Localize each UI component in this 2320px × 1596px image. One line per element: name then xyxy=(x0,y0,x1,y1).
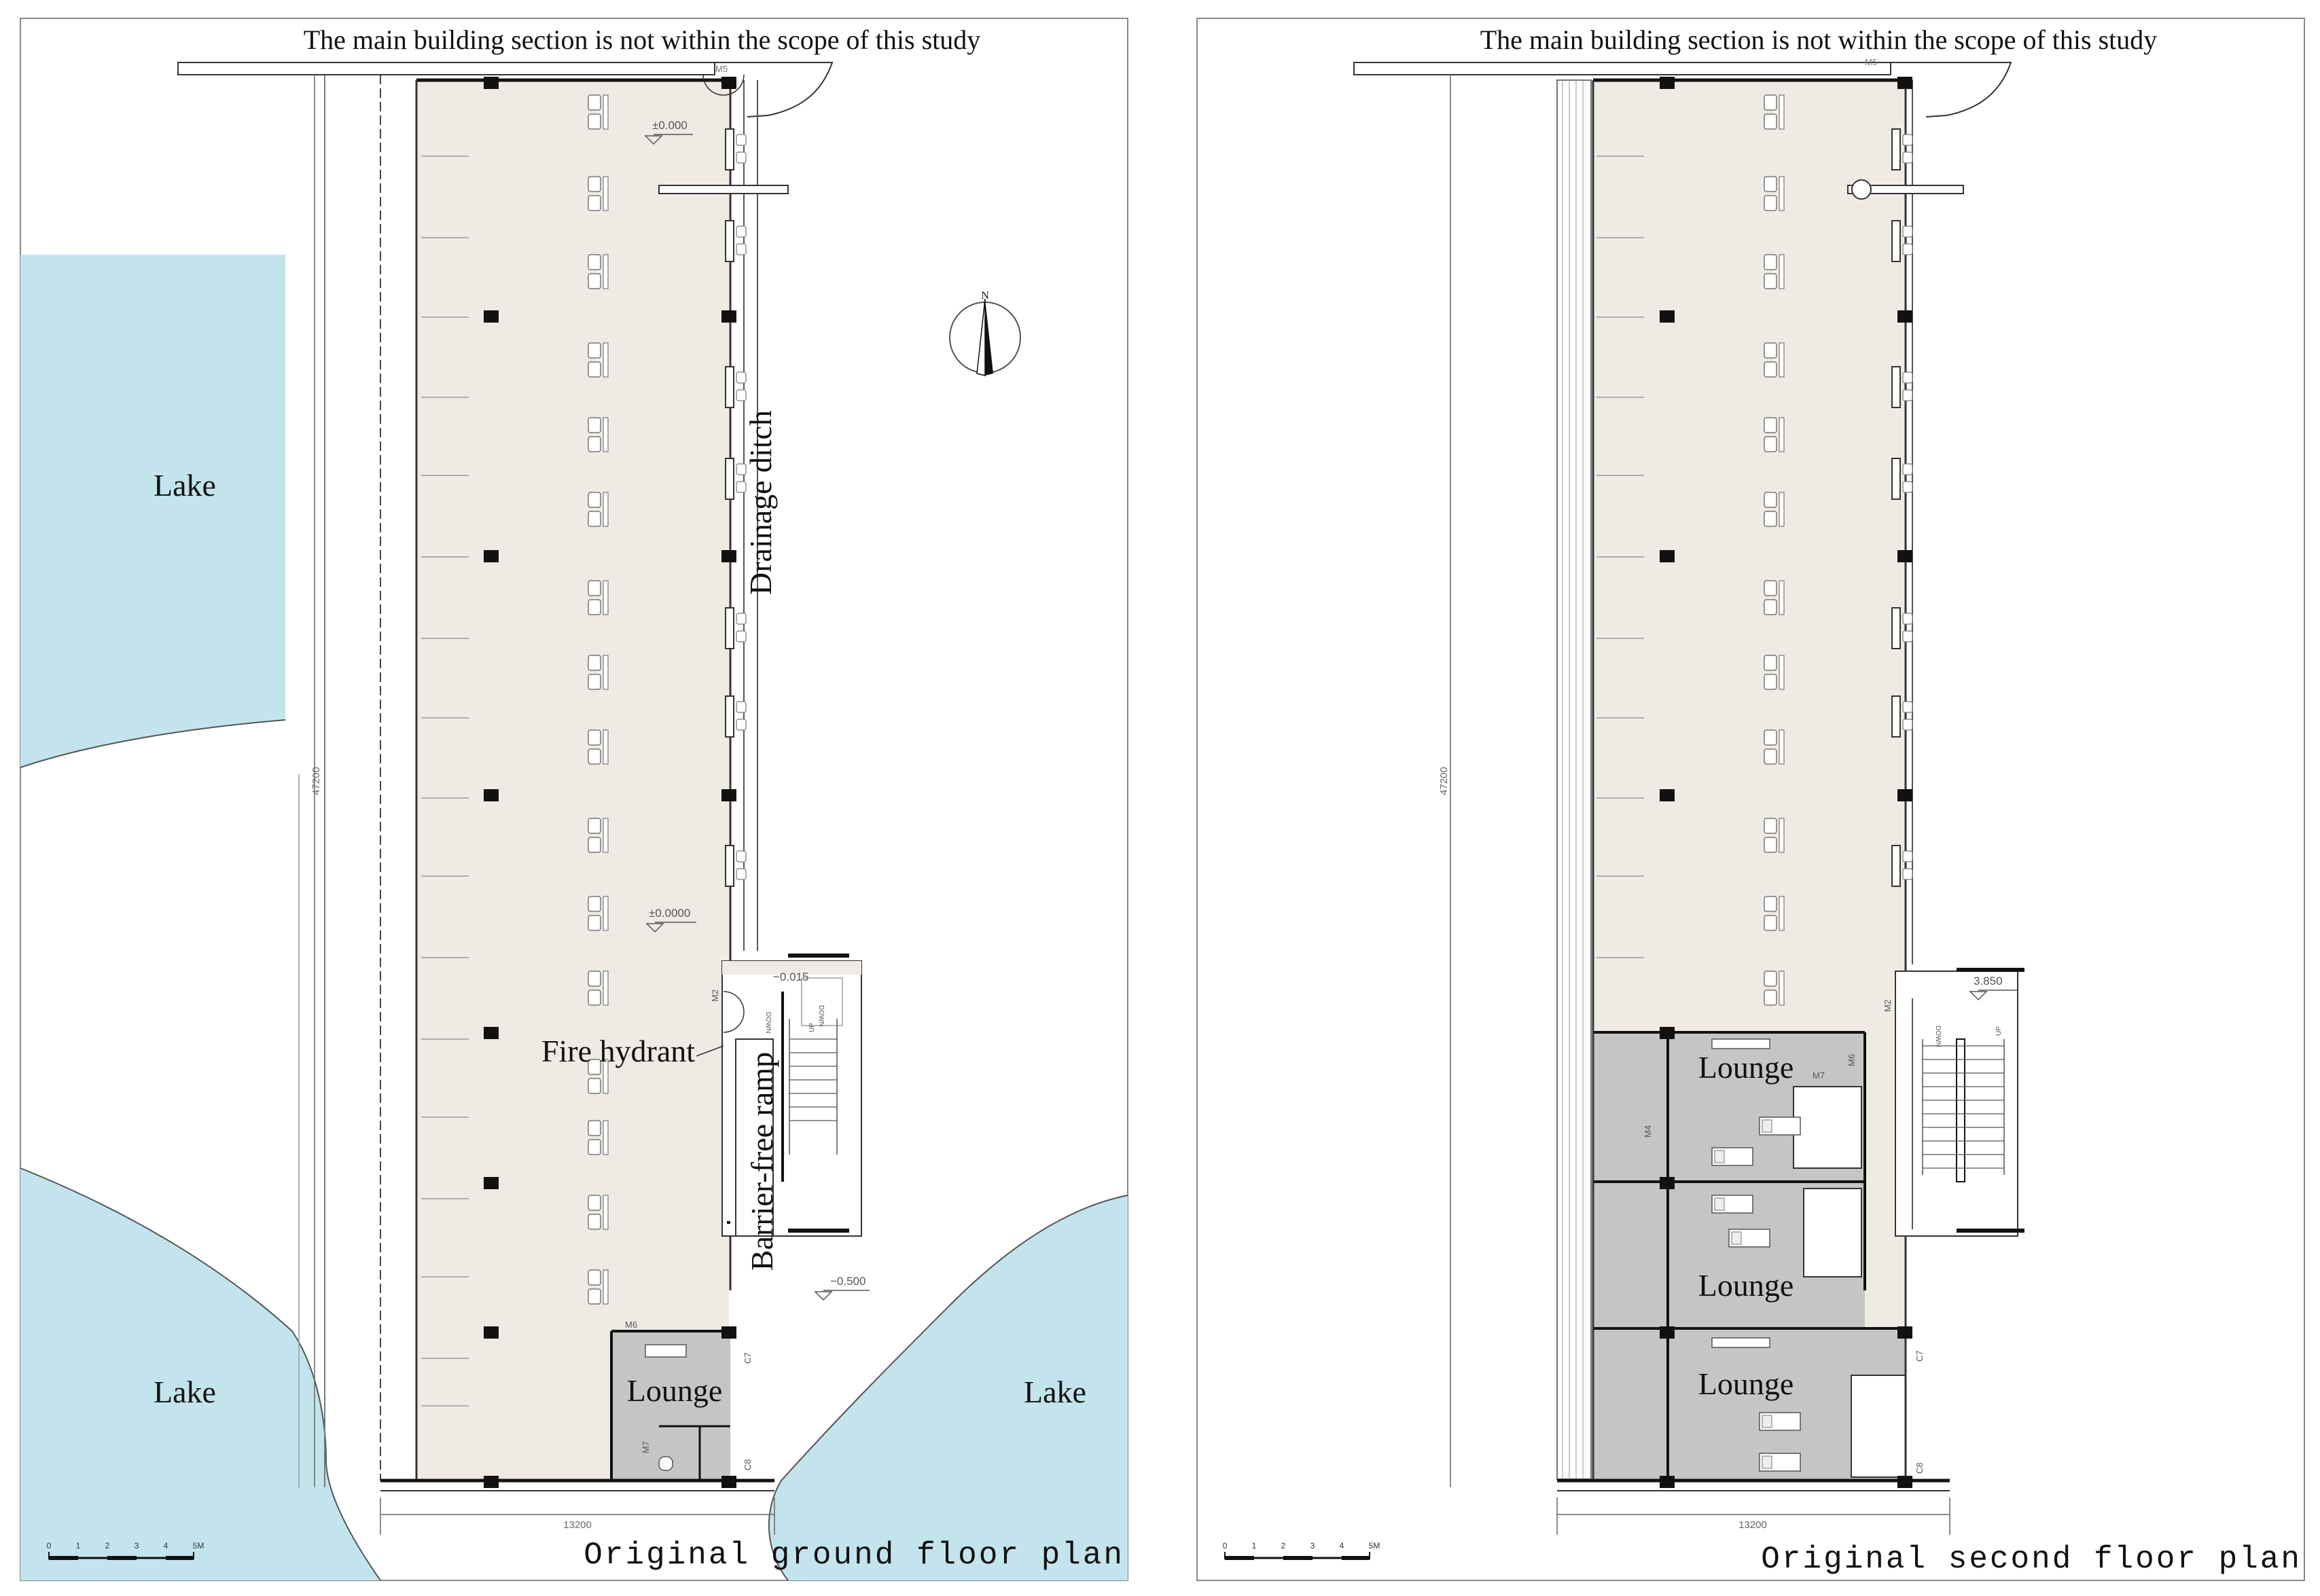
elev-second-stair: 3.850 xyxy=(1974,975,2003,987)
second-scale-2: 2 xyxy=(1281,1541,1286,1550)
ground-door-m2: M2 xyxy=(710,990,720,1002)
ground-floor-panel xyxy=(20,18,1128,1581)
second-scale-5m: 5M xyxy=(1369,1541,1380,1550)
ground-stair-down: DOWN xyxy=(764,1012,772,1034)
ground-window-c8: C8 xyxy=(743,1459,753,1470)
ground-stair-down-2: DOWN xyxy=(817,1005,825,1027)
ground-dim-horizontal: 13200 xyxy=(563,1519,592,1531)
ground-scale-bar xyxy=(48,1552,194,1560)
north-arrow-icon xyxy=(949,298,1021,376)
second-door-m2: M2 xyxy=(1882,1000,1893,1012)
second-top-note: The main building section is not within … xyxy=(1480,24,2158,55)
second-scale-bar xyxy=(1224,1552,1370,1560)
second-door-m6: M6 xyxy=(1846,1054,1857,1066)
lake-east xyxy=(768,1195,1128,1580)
ground-door-m5: M5 xyxy=(715,64,728,74)
second-scale-4: 4 xyxy=(1340,1541,1344,1550)
ground-door-m7: M7 xyxy=(641,1441,651,1453)
ground-scale-3: 3 xyxy=(135,1541,139,1550)
ground-lounge-label: Lounge xyxy=(627,1373,723,1408)
lake-label-southeast: Lake xyxy=(1024,1375,1086,1409)
second-door-m7: M7 xyxy=(1813,1070,1825,1081)
second-lounge-label-2: Lounge xyxy=(1698,1268,1794,1303)
ground-scale-2: 2 xyxy=(105,1541,110,1550)
second-scale-0: 0 xyxy=(1223,1541,1228,1550)
north-label: N xyxy=(981,290,989,302)
ground-dim-vertical: 47200 xyxy=(310,767,322,795)
second-lounge-label-1: Lounge xyxy=(1698,1050,1794,1085)
lake-label-southwest: Lake xyxy=(154,1375,216,1409)
second-scale-3: 3 xyxy=(1310,1541,1315,1550)
lake-west-south xyxy=(20,1168,380,1580)
ground-scale-5m: 5M xyxy=(193,1541,204,1550)
elev-ground-stair: −0.015 xyxy=(773,971,808,983)
ground-scale-0: 0 xyxy=(47,1541,52,1550)
second-door-m5: M5 xyxy=(1865,57,1877,67)
fire-hydrant-label: Fire hydrant xyxy=(541,1034,695,1068)
ground-top-note: The main building section is not within … xyxy=(304,24,981,55)
second-lounge-label-3: Lounge xyxy=(1698,1366,1794,1401)
second-floor-panel xyxy=(1196,18,2305,1581)
second-dim-horizontal: 13200 xyxy=(1738,1519,1767,1531)
second-window-c7: C7 xyxy=(1914,1350,1925,1362)
barrier-free-ramp-label: Barrier-free ramp xyxy=(745,1052,779,1271)
elev-ground-outside: −0.500 xyxy=(830,1275,865,1288)
second-plan-title: Original second floor plan xyxy=(1761,1542,2302,1577)
ground-floor-hall xyxy=(416,80,729,1479)
second-stair xyxy=(1895,968,2024,1237)
ground-ramp xyxy=(735,1038,774,1237)
lake-west-north xyxy=(20,255,285,767)
ground-scale-1: 1 xyxy=(76,1541,81,1550)
second-door-m4: M4 xyxy=(1643,1125,1653,1138)
ground-scale-4: 4 xyxy=(164,1541,168,1550)
second-window-c8: C8 xyxy=(1914,1462,1925,1474)
elev-ground-top: ±0.000 xyxy=(652,119,688,132)
ground-window-c7: C7 xyxy=(743,1352,753,1364)
second-stair-up: UP xyxy=(1995,1026,2003,1036)
second-dim-vertical: 47200 xyxy=(1438,767,1450,795)
ground-stair-up: UP xyxy=(808,1023,816,1032)
second-stair-down: DOWN xyxy=(1934,1026,1942,1047)
elev-ground-mid: ±0.0000 xyxy=(649,907,690,920)
ground-plan-title: Original ground floor plan xyxy=(584,1538,1124,1573)
ground-door-m6: M6 xyxy=(625,1320,637,1330)
lake-label-north: Lake xyxy=(154,468,216,503)
second-scale-1: 1 xyxy=(1252,1541,1257,1550)
drainage-ditch-label: Drainage ditch xyxy=(743,410,778,595)
